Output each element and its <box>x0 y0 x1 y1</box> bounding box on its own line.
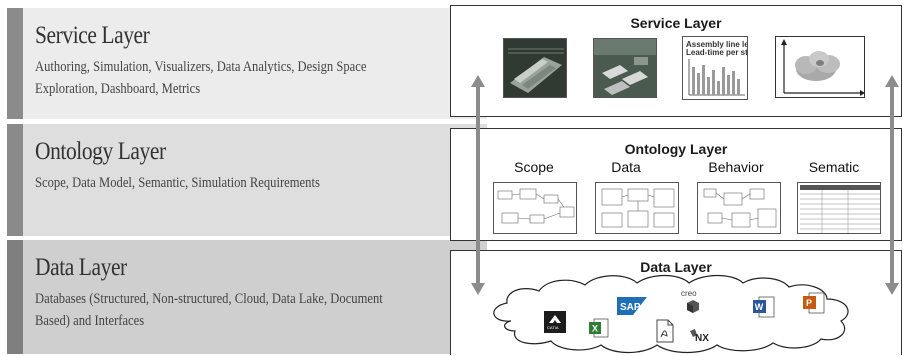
left-bidirectional-arrow <box>471 75 485 295</box>
service-layer-accent-bar <box>7 8 23 119</box>
bar-chart-thumbnail-icon: Assembly line lead-time Lead-time per st… <box>682 36 748 100</box>
pdf-file-icon <box>655 319 675 343</box>
ontology-column-behavior: Behavior <box>708 159 764 175</box>
ontology-layer-box: Ontology Layer Scope Data Behavior Semat… <box>450 128 902 241</box>
cloud-scatter-plot-icon <box>775 36 865 98</box>
ontology-layer-row: Ontology Layer Scope, Data Model, Semant… <box>7 124 487 236</box>
creo-label: creo <box>681 289 697 298</box>
ontology-layer-accent-bar <box>7 124 23 236</box>
layer-description-panel: Service Layer Authoring, Simulation, Vis… <box>7 8 487 354</box>
catia-label: CATIA <box>547 325 559 330</box>
svg-text:X: X <box>592 324 598 334</box>
service-layer-row: Service Layer Authoring, Simulation, Vis… <box>7 8 487 119</box>
ontology-column-sematic: Sematic <box>808 159 860 175</box>
ontology-layer-heading: Ontology Layer <box>35 138 166 165</box>
factory-floor-view-icon <box>593 38 657 98</box>
service-layer-box: Service Layer Ass <box>450 5 902 117</box>
ontology-column-data: Data <box>611 159 641 175</box>
ontology-column-scope: Scope <box>514 159 554 175</box>
factory-3d-view-icon <box>503 38 567 98</box>
nx-logo-icon: NX <box>687 327 713 347</box>
data-cloud-shape <box>493 274 849 354</box>
architecture-diagram: Service Layer Ass <box>450 5 902 355</box>
data-layer-title: Data Layer <box>640 259 712 275</box>
sap-logo-icon: SAP <box>617 297 647 315</box>
catia-logo-icon: CATIA <box>544 311 566 333</box>
sap-label: SAP <box>620 302 641 313</box>
word-logo-icon: W <box>753 295 775 319</box>
ontology-layer-description: Scope, Data Model, Semantic, Simulation … <box>35 175 320 191</box>
service-layer-title: Service Layer <box>630 15 722 31</box>
data-layer-description: Databases (Structured, Non-structured, C… <box>35 291 383 329</box>
nx-label: NX <box>695 333 709 344</box>
data-layer-heading: Data Layer <box>35 254 127 281</box>
svg-text:W: W <box>755 302 764 312</box>
service-layer-description: Authoring, Simulation, Visualizers, Data… <box>35 59 367 97</box>
data-layer-accent-bar <box>7 240 23 354</box>
semantic-table-thumbnail <box>797 182 881 234</box>
behavior-model-thumbnail <box>697 182 781 234</box>
service-layer-heading: Service Layer <box>35 22 150 49</box>
data-model-thumbnail <box>595 182 679 234</box>
excel-logo-icon: X <box>589 317 609 339</box>
data-layer-row: Data Layer Databases (Structured, Non-st… <box>7 240 487 354</box>
powerpoint-logo-icon: P <box>803 291 825 315</box>
data-layer-box: Data Layer CATIA X SAP <box>450 250 902 355</box>
scope-diagram-thumbnail <box>493 182 577 234</box>
ontology-layer-title: Ontology Layer <box>624 141 728 157</box>
creo-logo-icon: creo <box>679 289 705 317</box>
right-bidirectional-arrow <box>885 75 899 295</box>
svg-text:P: P <box>806 298 812 308</box>
